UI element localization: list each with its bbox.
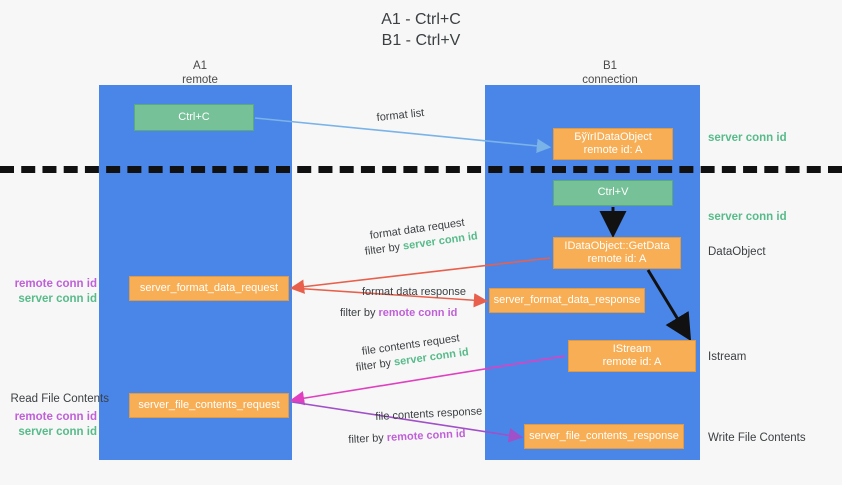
box-server-file-contents-request[interactable]: server_file_contents_request: [129, 393, 289, 418]
label-remote-conn-id-2: remote conn id: [14, 411, 97, 423]
box-ctrl-v-label: Ctrl+V: [597, 186, 629, 199]
box-server-format-data-response[interactable]: server_format_data_response: [489, 288, 645, 313]
filter-prefix: filter by: [348, 431, 388, 446]
label-group-conn-ids-top: remote conn id server conn id: [5, 277, 97, 307]
filter-prefix: filter by: [364, 240, 404, 258]
page-title: A1 - Ctrl+C B1 - Ctrl+V: [0, 9, 842, 51]
filter-id-remote-conn: remote conn id: [386, 427, 466, 444]
annotation-file-contents-response: file contents response: [375, 405, 483, 423]
box-istream[interactable]: IStream remote id: A: [568, 340, 696, 372]
box-ctrl-c[interactable]: Ctrl+C: [134, 104, 254, 131]
filter-prefix: filter by: [355, 356, 395, 374]
filter-prefix: filter by: [340, 307, 379, 319]
box-server-file-contents-request-label: server_file_contents_request: [138, 398, 280, 411]
label-group-conn-ids-bottom: remote conn id server conn id: [5, 410, 97, 440]
label-server-conn-id-2: server conn id: [18, 426, 97, 438]
label-remote-conn-id-1: remote conn id: [14, 278, 97, 290]
box-getdata-title: IDataObject::GetData: [564, 239, 670, 252]
box-server-file-contents-response-label: server_file_contents_response: [529, 429, 679, 442]
column-a1-name: A1: [192, 60, 208, 72]
box-ctrl-v[interactable]: Ctrl+V: [553, 180, 673, 206]
box-server-file-contents-response[interactable]: server_file_contents_response: [524, 424, 684, 449]
box-set-clipboard-idataobject[interactable]: БўїrIDataObject remote id: A: [553, 128, 673, 160]
box-set-clipboard-title: БўїrIDataObject: [574, 130, 652, 143]
column-header-b1: B1 connection: [540, 59, 680, 87]
label-read-file-contents: Read File Contents: [10, 393, 109, 405]
box-server-format-data-response-label: server_format_data_response: [493, 293, 641, 306]
annotation-format-data-response-filter: filter by remote conn id: [340, 306, 457, 320]
phase-divider: [0, 166, 842, 173]
box-istream-remote-id: remote id: A: [602, 356, 662, 368]
column-a1-subtitle: remote: [182, 74, 218, 86]
column-b1-subtitle: connection: [582, 74, 638, 86]
title-line-1: A1 - Ctrl+C: [381, 11, 461, 28]
box-server-format-data-request-label: server_format_data_request: [139, 281, 279, 294]
title-line-2: B1 - Ctrl+V: [381, 32, 461, 49]
annotation-format-data-response: format data response: [362, 286, 466, 298]
filter-id-remote-conn: remote conn id: [378, 307, 458, 319]
label-istream: Istream: [708, 351, 747, 363]
box-getdata-remote-id: remote id: A: [587, 253, 647, 265]
label-write-file-contents: Write File Contents: [708, 432, 806, 444]
annotation-format-list: format list: [376, 107, 425, 124]
box-idataobject-getdata[interactable]: IDataObject::GetData remote id: A: [553, 237, 681, 269]
column-header-a1: A1 remote: [140, 59, 260, 87]
box-istream-title: IStream: [612, 342, 652, 355]
box-set-clipboard-remote-id: remote id: A: [583, 144, 643, 156]
label-server-conn-id-top: server conn id: [708, 132, 787, 144]
label-dataobject: DataObject: [708, 246, 766, 258]
box-ctrl-c-label: Ctrl+C: [178, 110, 210, 123]
label-server-conn-id-1: server conn id: [18, 293, 97, 305]
annotation-file-contents-response-filter: filter by remote conn id: [348, 427, 466, 447]
box-server-format-data-request[interactable]: server_format_data_request: [129, 276, 289, 301]
label-server-conn-id-mid: server conn id: [708, 211, 787, 223]
column-b1-name: B1: [602, 60, 618, 72]
